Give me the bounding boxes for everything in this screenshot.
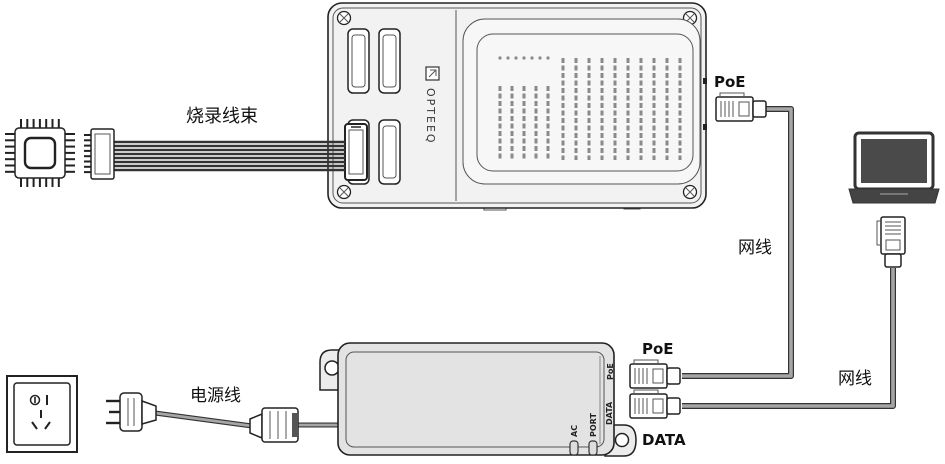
programmer-port-slot	[378, 119, 401, 185]
network-cable-laptop	[682, 268, 896, 409]
rj45-clip	[885, 239, 901, 251]
injector-data-port-label: DATA	[642, 431, 686, 449]
rj45-body	[880, 216, 906, 255]
slot-opening	[382, 34, 397, 88]
logo-mark	[428, 69, 437, 78]
socket-hole-round	[29, 394, 41, 406]
power-cable	[152, 410, 341, 429]
rj45-latch	[719, 92, 745, 97]
harness-plug	[344, 123, 368, 181]
burn-harness	[114, 140, 345, 172]
led-port	[588, 440, 598, 456]
chip-icon	[5, 119, 75, 187]
programmer-side-notch	[703, 124, 707, 130]
programmer-poe-label: PoE	[714, 73, 746, 91]
slot-frame	[378, 119, 401, 185]
injector-poe-marking: PoE	[606, 363, 615, 380]
rj45-body	[629, 363, 668, 389]
iec-connector-icon	[249, 407, 299, 443]
rj45-clip	[652, 368, 664, 384]
screw-icon	[336, 184, 352, 200]
laptop-base	[848, 188, 940, 204]
injector-top-panel	[345, 351, 605, 448]
wall-socket-icon	[6, 375, 78, 453]
injector-housing	[337, 342, 615, 456]
iec-face	[292, 413, 298, 437]
slot-opening	[382, 125, 397, 179]
ear-hole	[614, 432, 630, 448]
rj45-clip	[738, 101, 750, 117]
iec-strain-relief	[249, 412, 263, 440]
programmer-housing-lip	[332, 7, 702, 204]
vent-grille	[498, 56, 682, 160]
cable-core	[682, 268, 895, 408]
rj45-connector-icon	[715, 92, 767, 122]
power-plug-icon	[106, 392, 157, 432]
rj45-boot	[666, 397, 681, 415]
cable-core	[682, 107, 793, 378]
harness-plug-face	[348, 129, 364, 175]
rj45-connector-icon	[629, 389, 681, 419]
injector-ac-marking: AC	[570, 425, 579, 437]
socket-slot	[44, 421, 51, 430]
vent-hole	[506, 56, 510, 60]
plug-strain-relief	[141, 399, 157, 425]
screw-icon	[682, 184, 698, 200]
rj45-boot	[884, 253, 902, 268]
laptop-icon	[848, 131, 940, 204]
led-ac	[569, 440, 579, 456]
programmer-side-notch	[703, 78, 707, 84]
ribbon-connector-body	[90, 128, 115, 180]
rj45-latch	[633, 389, 659, 394]
programmer-port-slot	[347, 28, 370, 94]
ribbon-connector-face	[94, 133, 111, 175]
screw-cross	[339, 13, 349, 23]
vent-hole	[538, 56, 542, 60]
rj45-boot	[666, 367, 681, 385]
brand-logo-icon	[425, 66, 440, 81]
rj45-connector-icon	[876, 216, 906, 268]
rj45-clip	[652, 398, 664, 414]
vent-hole	[546, 56, 550, 60]
injector-data-marking: DATA	[605, 401, 614, 425]
chip-die	[23, 136, 57, 170]
harness-label: 烧录线束	[186, 106, 258, 127]
screw-cross	[339, 187, 349, 197]
rj45-latch	[876, 220, 881, 246]
vent-hole	[514, 56, 518, 60]
vent-hole	[498, 56, 502, 60]
plug-body	[119, 392, 143, 432]
programmer-device: OPTEEQ	[327, 2, 707, 211]
rj45-latch	[633, 359, 659, 364]
vent-panel-inner	[476, 33, 694, 172]
slot-frame	[378, 28, 401, 94]
harness-plug-body	[344, 123, 368, 181]
programmer-port-slot	[378, 28, 401, 94]
poe-injector: PoE AC PORT DATA	[319, 342, 637, 457]
rj45-boot	[752, 100, 767, 118]
rj45-connector-icon	[629, 359, 681, 389]
power-cable-label: 电源线	[190, 386, 241, 406]
cable-core	[153, 411, 254, 428]
network-cable-label: 网线	[838, 369, 872, 389]
screw-cross	[685, 187, 695, 197]
ribbon-connector-icon	[84, 128, 115, 180]
vent-hole	[522, 56, 526, 60]
rj45-body	[629, 393, 668, 419]
network-cable-programmer	[682, 106, 794, 379]
network-cable-label: 网线	[738, 238, 772, 258]
injector-poe-port-label: PoE	[642, 340, 674, 358]
laptop-screen	[861, 139, 927, 183]
slot-opening	[351, 34, 366, 88]
vent-hole	[530, 56, 534, 60]
screw-icon	[336, 10, 352, 26]
slot-frame	[347, 28, 370, 94]
socket-slot	[31, 421, 38, 430]
ear-hole	[324, 360, 340, 376]
injector-port-marking: PORT	[589, 413, 598, 437]
programmer-brand: OPTEEQ	[424, 88, 437, 145]
rj45-body	[715, 96, 754, 122]
